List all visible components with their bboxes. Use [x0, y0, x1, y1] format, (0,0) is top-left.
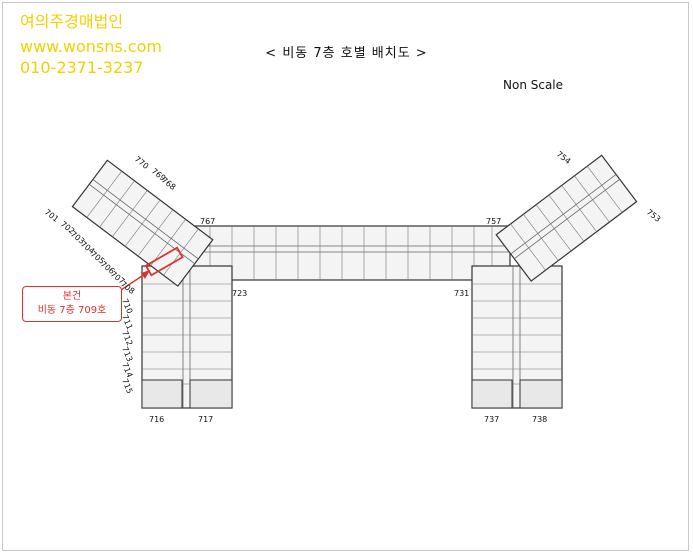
watermark-website: www.wonsns.com	[20, 37, 162, 56]
unit-label: 717	[198, 415, 213, 424]
upper-right-wing	[495, 154, 638, 282]
watermark-phone: 010-2371-3237	[20, 58, 144, 77]
unit-label: 731	[454, 289, 469, 298]
unit-label: 737	[484, 415, 499, 424]
unit-label: 770	[133, 154, 151, 171]
floor-plan-title: < 비동 7층 호별 배치도 >	[265, 46, 428, 61]
unit-label: 713	[120, 345, 134, 363]
subject-unit-highlight[interactable]	[144, 246, 184, 277]
scale-note: Non Scale	[503, 78, 564, 92]
callout-line-2: 비동 7층 709호	[37, 305, 107, 316]
unit-label: 738	[532, 415, 547, 424]
unit-label: 710	[120, 297, 134, 315]
callout-line-1: 본건	[62, 291, 82, 302]
unit-label: 754	[555, 149, 573, 166]
unit-label: 768	[160, 175, 178, 192]
unit-label: 711	[120, 313, 134, 331]
watermark-company: 여의주경매법인	[20, 12, 124, 31]
unit-label: 701	[43, 207, 61, 224]
unit-label: 753	[645, 207, 663, 224]
unit-label: 723	[232, 289, 247, 298]
subject-unit-callout: 본건 비동 7층 709호	[22, 286, 122, 322]
left-wing	[141, 265, 233, 409]
unit-label: 715	[120, 377, 134, 395]
unit-label: 757	[486, 217, 501, 226]
upper-left-wing	[71, 159, 214, 287]
right-wing	[471, 265, 563, 409]
unit-label: 767	[200, 217, 215, 226]
unit-label: 716	[149, 415, 164, 424]
unit-label: 714	[120, 361, 134, 379]
callout-arrowhead	[141, 270, 150, 279]
center-wing	[191, 225, 511, 281]
unit-label: 712	[120, 329, 134, 347]
